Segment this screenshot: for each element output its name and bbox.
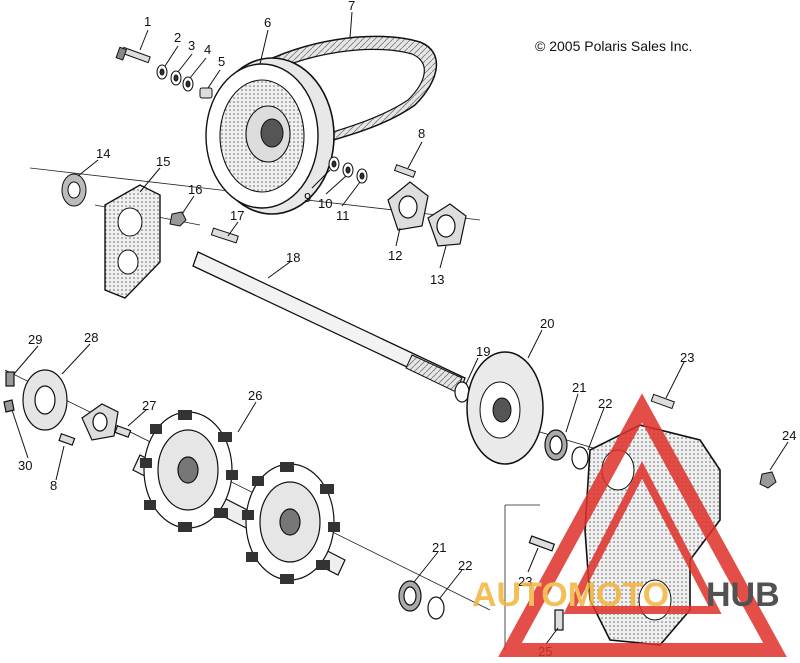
watermark-word-right: HUB [706,576,780,614]
callout-24: 24 [782,428,796,443]
callout-29: 29 [28,332,42,347]
right-bearings [544,429,589,470]
callout-2: 2 [174,30,181,45]
callout-23-lower: 23 [518,574,532,589]
callout-15: 15 [156,154,170,169]
callout-22: 22 [598,396,612,411]
callout-9: 9 [304,190,311,205]
callout-numbers: 1 2 3 4 5 6 7 8 9 10 11 12 13 14 15 16 1… [18,0,796,659]
callout-7: 7 [348,0,355,13]
callout-21-lower: 21 [432,540,446,555]
copyright-notice: © 2005 Polaris Sales Inc. [535,38,693,54]
callout-21: 21 [572,380,586,395]
left-flange [3,369,132,446]
callout-30: 30 [18,458,32,473]
callout-12: 12 [388,248,402,263]
callout-27: 27 [142,398,156,413]
callout-8-lower: 8 [50,478,57,493]
bearing-flanges [387,181,467,247]
callout-11: 11 [336,208,350,223]
automotohub-watermark: AUTOMOTO HUB [472,393,787,657]
lower-bearings [398,535,564,631]
callout-10: 10 [318,196,332,211]
leader-lines [11,11,789,645]
callout-19: 19 [476,344,490,359]
bearing-plate [104,184,161,299]
callout-4: 4 [204,42,211,57]
callout-8: 8 [418,126,425,141]
callout-18: 18 [286,250,300,265]
brake-disc [454,351,544,465]
upper-hardware [61,46,417,244]
callout-1: 1 [144,14,151,29]
upper-sprocket [205,57,335,215]
callout-20: 20 [540,316,554,331]
callout-17: 17 [230,208,244,223]
callout-5: 5 [218,54,225,69]
callout-3: 3 [188,38,195,53]
callout-14: 14 [96,146,110,161]
callout-22-lower: 22 [458,558,472,573]
callout-26: 26 [248,388,262,403]
track-drive-sprockets [132,410,346,584]
drive-shaft [192,251,466,393]
callout-28: 28 [84,330,98,345]
callout-16: 16 [188,182,202,197]
callout-13: 13 [430,272,444,287]
callout-6: 6 [264,15,271,30]
callout-23: 23 [680,350,694,365]
watermark-word-left: AUTOMOTO [472,576,669,614]
